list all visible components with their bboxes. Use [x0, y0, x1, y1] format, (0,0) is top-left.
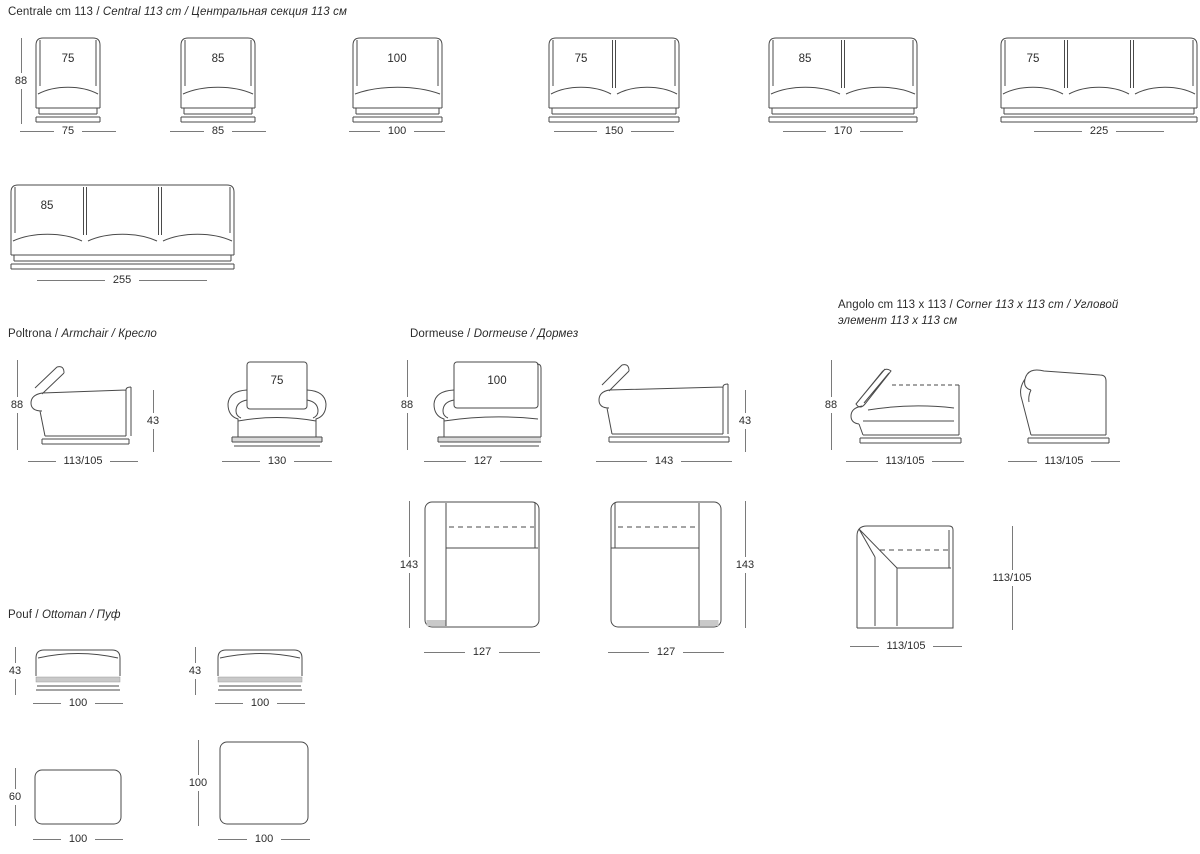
module-225-front-drawing	[1000, 37, 1198, 123]
cushion-label: 85	[798, 53, 812, 65]
dim-dormeuse-top-depth-2: 143	[730, 501, 760, 628]
section-title-pouf: Pouf / Ottoman / Пуф	[8, 608, 121, 624]
dim-pouf-top2-depth: 100	[182, 740, 214, 826]
section-title-centrale: Centrale cm 113 / Central 113 cm / Центр…	[8, 5, 347, 21]
title-angolo-en: Corner 113 x 113 cm /	[956, 299, 1074, 311]
dim-width-255: 255	[37, 274, 208, 286]
dim-width-225: 225	[1034, 125, 1165, 137]
cushion-label: 75	[574, 53, 588, 65]
cushion-label: 75	[1026, 53, 1040, 65]
dim-poltrona-depth: 113/105	[28, 455, 139, 467]
dim-width-150: 150	[554, 125, 675, 137]
pouf-front-drawing	[35, 649, 121, 691]
dim-dormeuse-top-depth: 143	[396, 501, 422, 628]
armchair-front-drawing	[227, 361, 327, 447]
title-poltrona-ru: Кресло	[118, 328, 157, 340]
title-poltrona-it: Poltrona /	[8, 328, 62, 340]
corner-side-drawing	[850, 368, 962, 444]
title-angolo-ru: Угловой элемент 113 x 113 см	[838, 299, 1119, 327]
title-pouf-ru: Пуф	[96, 609, 121, 621]
dormeuse-side-drawing	[598, 364, 730, 443]
dim-dormeuse-depth: 143	[596, 455, 733, 467]
cushion-label: 100	[387, 53, 407, 65]
dim-dormeuse-width: 127	[424, 455, 543, 467]
dim-height-88: 88	[6, 38, 36, 124]
dim-dormeuse-top-width: 127	[424, 646, 541, 658]
title-dormeuse-it: Dormeuse /	[410, 328, 474, 340]
dim-angolo-height: 88	[818, 360, 844, 450]
dim-poltrona-height: 88	[4, 360, 30, 450]
dim-width-75: 75	[20, 125, 116, 137]
section-title-angolo: Angolo cm 113 x 113 / Corner 113 x 113 c…	[838, 298, 1128, 329]
armchair-side-drawing	[30, 366, 132, 445]
dormeuse-top-right-drawing	[610, 501, 722, 628]
section-title-poltrona: Poltrona / Armchair / Кресло	[8, 327, 157, 343]
cushion-label: 85	[40, 200, 54, 212]
cushion-label: 75	[270, 375, 284, 387]
dim-pouf-width-2: 100	[215, 697, 306, 709]
dim-pouf-top2-width: 100	[218, 833, 311, 845]
title-poltrona-en: Armchair /	[61, 328, 119, 340]
dim-width-85: 85	[170, 125, 266, 137]
dim-pouf-width: 100	[33, 697, 124, 709]
module-150-front-drawing	[548, 37, 680, 123]
module-85-front-drawing	[180, 37, 256, 123]
pouf-front-drawing-2	[217, 649, 303, 691]
title-dormeuse-en: Dormeuse /	[473, 328, 538, 340]
title-angolo-it: Angolo cm 113 x 113 /	[838, 299, 957, 311]
dim-pouf-height: 43	[2, 647, 28, 695]
module-75-front-drawing	[35, 37, 101, 123]
dim-dormeuse-top-width-2: 127	[608, 646, 725, 658]
module-100-front-drawing	[352, 37, 443, 123]
dim-dormeuse-height: 88	[394, 360, 420, 450]
title-pouf-it: Pouf /	[8, 609, 42, 621]
dormeuse-front-drawing	[433, 361, 542, 447]
dim-pouf-top1-depth: 60	[2, 768, 28, 826]
dormeuse-top-left-drawing	[424, 501, 540, 628]
dim-pouf-top1-width: 100	[33, 833, 124, 845]
dim-poltrona-seat-height: 43	[140, 390, 166, 452]
pouf-top-square-drawing	[219, 741, 309, 825]
title-pouf-en: Ottoman /	[41, 609, 97, 621]
dim-pouf-height-2: 43	[182, 647, 208, 695]
dim-angolo-top-width: 113/105	[850, 640, 963, 652]
cushion-label: 100	[487, 375, 507, 387]
title-centrale-it: Centrale cm 113 /	[8, 6, 103, 18]
dim-angolo-top-depth: 113/105	[986, 526, 1038, 630]
title-centrale-en: Central 113 cm /	[102, 6, 192, 18]
module-170-front-drawing	[768, 37, 918, 123]
title-centrale-ru: Центральная секция 113 см	[191, 6, 347, 18]
dim-dormeuse-seat-height: 43	[732, 390, 758, 452]
cushion-label: 75	[61, 53, 75, 65]
dim-poltrona-width: 130	[222, 455, 333, 467]
dim-width-100: 100	[349, 125, 446, 137]
dim-angolo-side-width: 113/105	[846, 455, 965, 467]
cushion-label: 85	[211, 53, 225, 65]
corner-top-drawing	[856, 525, 954, 629]
dim-width-170: 170	[783, 125, 904, 137]
module-255-front-drawing	[10, 184, 235, 270]
dim-angolo-side2-width: 113/105	[1008, 455, 1121, 467]
corner-back-side-drawing	[1020, 369, 1110, 444]
pouf-top-rect-drawing	[34, 769, 122, 825]
section-title-dormeuse: Dormeuse / Dormeuse / Дормез	[410, 327, 578, 343]
title-dormeuse-ru: Дормез	[537, 328, 579, 340]
